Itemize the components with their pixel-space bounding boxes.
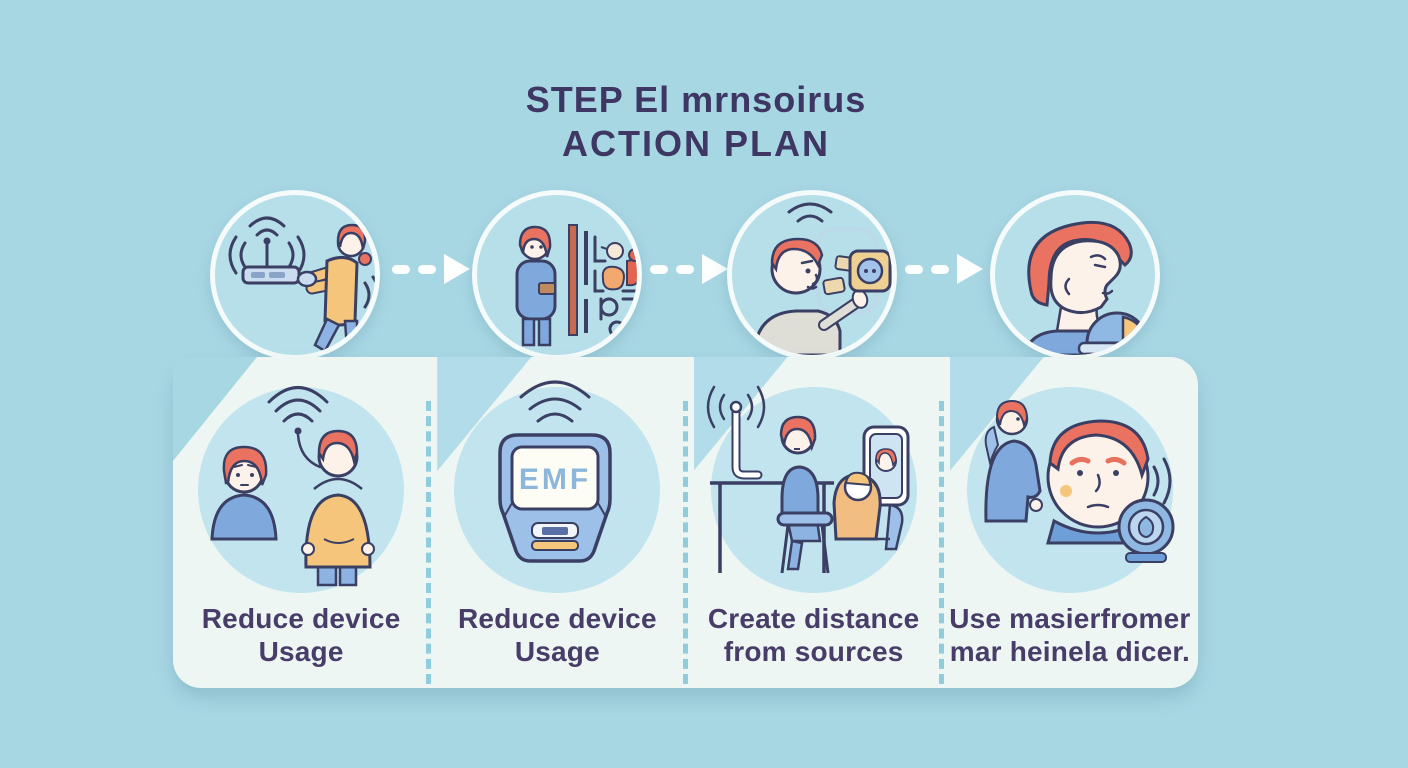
step-3-circle bbox=[727, 190, 897, 360]
arrow-dash bbox=[392, 264, 410, 274]
card-3-caption: Create distance from sources bbox=[686, 602, 942, 668]
arrow-dash bbox=[931, 264, 949, 274]
man-with-protective-device-illustration bbox=[984, 399, 1175, 563]
card-1-caption: Reduce device Usage bbox=[173, 602, 429, 668]
caption-line: Reduce device bbox=[201, 602, 401, 634]
caption-line: Usage bbox=[514, 635, 600, 667]
step-arrow-1 bbox=[392, 254, 470, 284]
title-line-2: ACTION PLAN bbox=[562, 123, 830, 165]
arrow-dash bbox=[676, 264, 694, 274]
two-people-wifi-signal-illustration bbox=[210, 386, 376, 587]
step-2-circle bbox=[472, 190, 642, 360]
card-2-caption: Reduce device Usage bbox=[429, 602, 685, 668]
arrow-head-icon bbox=[702, 254, 728, 284]
action-plan-cards: Reduce device Usage EMF Reduce device Us… bbox=[173, 357, 1198, 688]
emf-meter-illustration: EMF bbox=[498, 380, 613, 563]
card-step-4: Use masierfromer mar heinela dicer. bbox=[938, 357, 1198, 688]
card-4-caption: Use masierfromer mar heinela dicer. bbox=[942, 602, 1198, 668]
step-arrow-2 bbox=[650, 254, 728, 284]
arrow-dash bbox=[418, 264, 436, 274]
arrow-dash bbox=[905, 264, 923, 274]
man-profile-dome-device-icon bbox=[1023, 220, 1155, 355]
woman-holding-wifi-router-icon bbox=[228, 216, 375, 353]
caption-line: from sources bbox=[723, 635, 904, 667]
card-step-1: Reduce device Usage bbox=[173, 357, 429, 688]
emf-screen-label: EMF bbox=[519, 463, 591, 496]
dashed-divider bbox=[938, 401, 944, 684]
dashed-divider bbox=[682, 401, 688, 684]
man-unplugging-outlet-icon bbox=[752, 202, 892, 355]
card-step-3: Create distance from sources bbox=[682, 357, 942, 688]
caption-line: mar heinela dicer. bbox=[949, 635, 1190, 667]
caption-line: Reduce device bbox=[458, 602, 657, 634]
page-title: STEP El mrnsoirus ACTION PLAN bbox=[0, 78, 1392, 166]
arrow-head-icon bbox=[444, 254, 470, 284]
woman-behind-shield-barrier-icon bbox=[515, 224, 637, 347]
step-1-circle bbox=[210, 190, 380, 360]
arrow-dash bbox=[650, 264, 668, 274]
caption-line: Create distance bbox=[707, 602, 920, 634]
step-4-circle bbox=[990, 190, 1160, 360]
card-step-2: EMF Reduce device Usage bbox=[426, 357, 685, 688]
title-line-1: STEP El mrnsoirus bbox=[525, 79, 867, 120]
people-away-from-antenna-illustration bbox=[706, 385, 910, 574]
arrow-head-icon bbox=[957, 254, 983, 284]
caption-line: Use masierfromer bbox=[949, 602, 1191, 634]
dashed-divider bbox=[426, 401, 432, 684]
step-arrow-3 bbox=[905, 254, 983, 284]
caption-line: Usage bbox=[258, 635, 344, 667]
